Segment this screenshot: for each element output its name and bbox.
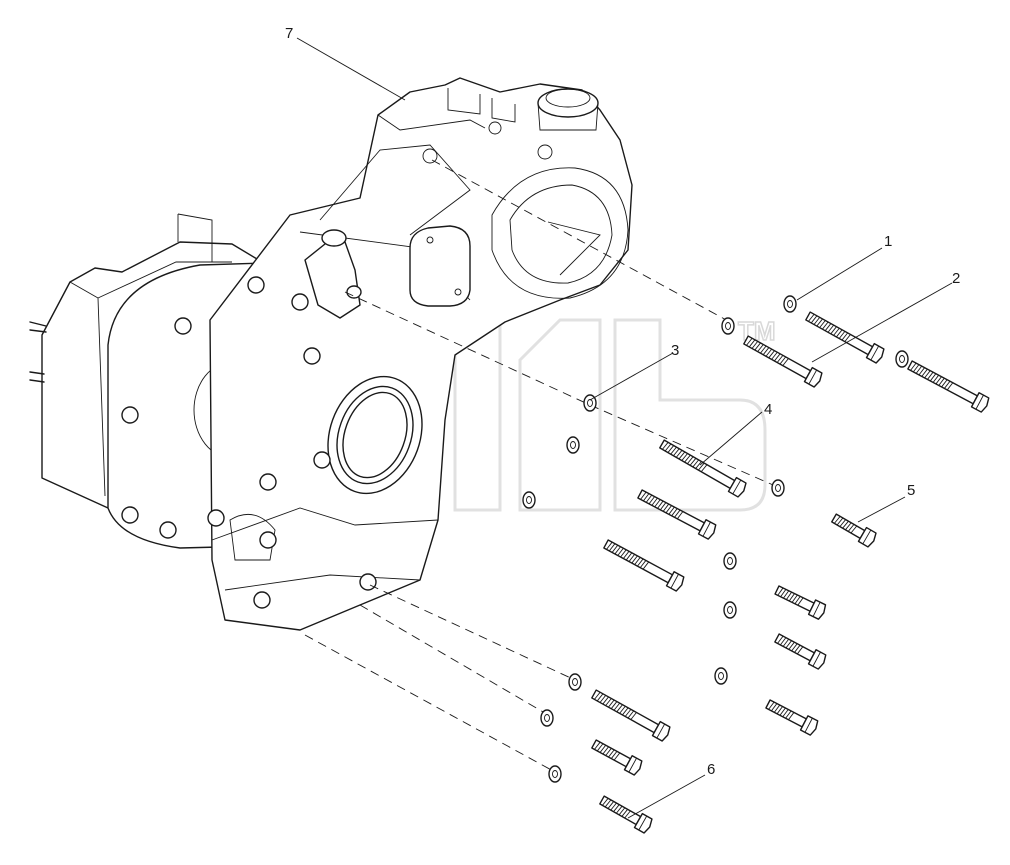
bolt-long-3	[907, 360, 990, 413]
washers	[522, 295, 909, 783]
callout-4: 4	[764, 401, 772, 418]
bolt-short-3	[774, 633, 827, 670]
bolt-long-2	[743, 335, 823, 388]
bolt-short-5	[591, 739, 643, 776]
bolt-short-4	[765, 699, 819, 736]
bolt-short-2	[774, 585, 827, 620]
callout-3: 3	[671, 342, 679, 359]
callout-1: 1	[884, 233, 892, 250]
callout-7: 7	[285, 25, 293, 42]
callout-5: 5	[907, 482, 915, 499]
callout-2: 2	[952, 270, 960, 287]
bolt-long-1	[805, 311, 885, 364]
leader-lines	[296, 37, 953, 819]
callout-labels: 1 2 3 4 5 6 7	[285, 25, 960, 778]
assembly-center-lines	[304, 159, 781, 773]
housing-cover	[29, 77, 633, 631]
callout-6: 6	[707, 761, 715, 778]
bolt-short-1	[831, 513, 877, 548]
cover-bolt-heads	[121, 276, 377, 609]
bolt-short-6	[599, 795, 653, 834]
bolt-long-7	[591, 689, 671, 742]
bolts	[591, 311, 990, 834]
bolt-long-5	[637, 489, 717, 540]
bolt-long-6	[603, 539, 685, 592]
bolt-long-4	[659, 439, 747, 498]
